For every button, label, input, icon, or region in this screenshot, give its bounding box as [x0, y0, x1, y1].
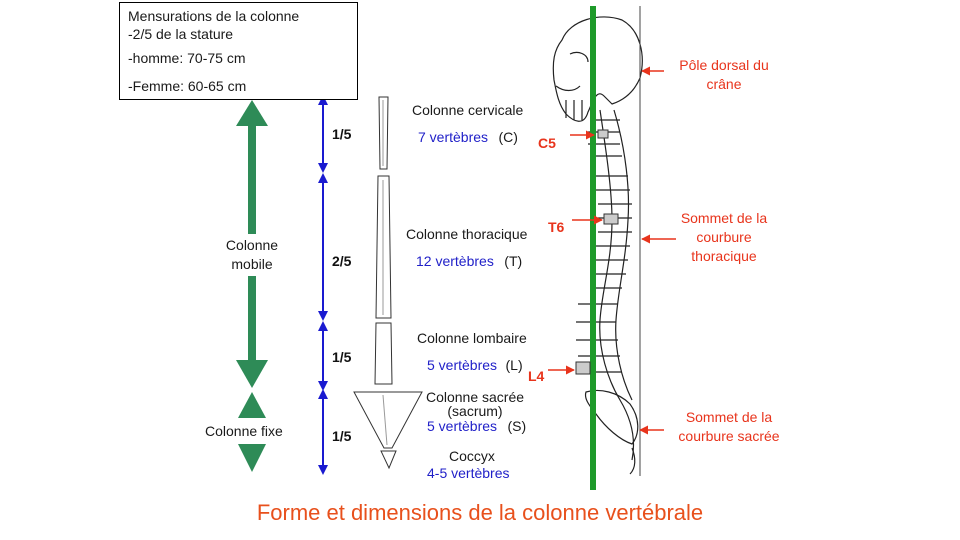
fraction-sacral: 1/5 [332, 428, 352, 444]
lumbar-code: (L) [505, 357, 523, 373]
fraction-cervical: 1/5 [332, 126, 352, 142]
sacrum-segment [353, 391, 423, 449]
measurements-homme: -homme: 70-75 cm [128, 50, 246, 66]
lumbar-count-row: 5 vertèbres (L) [427, 357, 523, 375]
cervical-code: (C) [498, 129, 518, 145]
fixed-column-arrow [238, 392, 266, 472]
cervical-count-row: 7 vertèbres (C) [418, 129, 518, 147]
mobile-column-arrow [236, 100, 268, 388]
dorsal-pole-annotation: Pôle dorsal du crâne [679, 57, 769, 92]
thoracic-count: 12 vertèbres [416, 253, 494, 269]
measurements-ratio: -2/5 de la stature [128, 26, 234, 42]
measurements-title: Mensurations de la colonne [128, 8, 300, 24]
lumbar-name: Colonne lombaire [417, 330, 527, 346]
cervical-count: 7 vertèbres [418, 129, 489, 145]
thoracic-code: (T) [504, 253, 523, 269]
fraction-lumbar: 1/5 [332, 349, 352, 365]
figure-caption: Forme et dimensions de la colonne vertéb… [256, 500, 704, 525]
spine-sketch [552, 16, 643, 475]
lumbar-segment [374, 322, 393, 385]
lumbar-count: 5 vertèbres [427, 357, 498, 373]
c5-marker-label: C5 [538, 135, 556, 151]
vertebra-highlights [575, 129, 619, 375]
fixed-column-label: Colonne fixe [205, 423, 283, 439]
schematic-column [353, 96, 423, 470]
fraction-thoracic: 2/5 [332, 253, 352, 269]
sacral-code: (S) [507, 418, 527, 434]
mobile-column-label: Colonne mobile [212, 236, 292, 274]
sacral-curve-annotation: Sommet de la courbure sacrée [678, 409, 780, 444]
t6-marker-label: T6 [548, 219, 565, 235]
coccyx-name: Coccyx [449, 448, 495, 464]
measurements-femme: -Femme: 60-65 cm [128, 78, 247, 94]
sacral-count-row: 5 vertèbres (S) [427, 418, 526, 436]
sacral-name: Colonne sacrée (sacrum) [425, 389, 525, 419]
thoracic-curve-annotation: Sommet de la courbure thoracique [680, 210, 768, 264]
l4-marker-label: L4 [528, 368, 545, 384]
red-arrows [548, 66, 676, 435]
thoracic-count-row: 12 vertèbres (T) [416, 253, 522, 271]
sacral-count: 5 vertèbres [427, 418, 498, 434]
gravity-axis [590, 6, 596, 490]
coccyx-count: 4-5 vertèbres [427, 465, 510, 481]
coccyx-segment [380, 450, 397, 470]
measurements-box: Mensurations de la colonne -2/5 de la st… [119, 2, 358, 100]
skull-outline [552, 16, 643, 122]
cervical-name: Colonne cervicale [412, 102, 524, 118]
spine-outline [599, 109, 635, 461]
thoracic-name: Colonne thoracique [406, 226, 528, 242]
